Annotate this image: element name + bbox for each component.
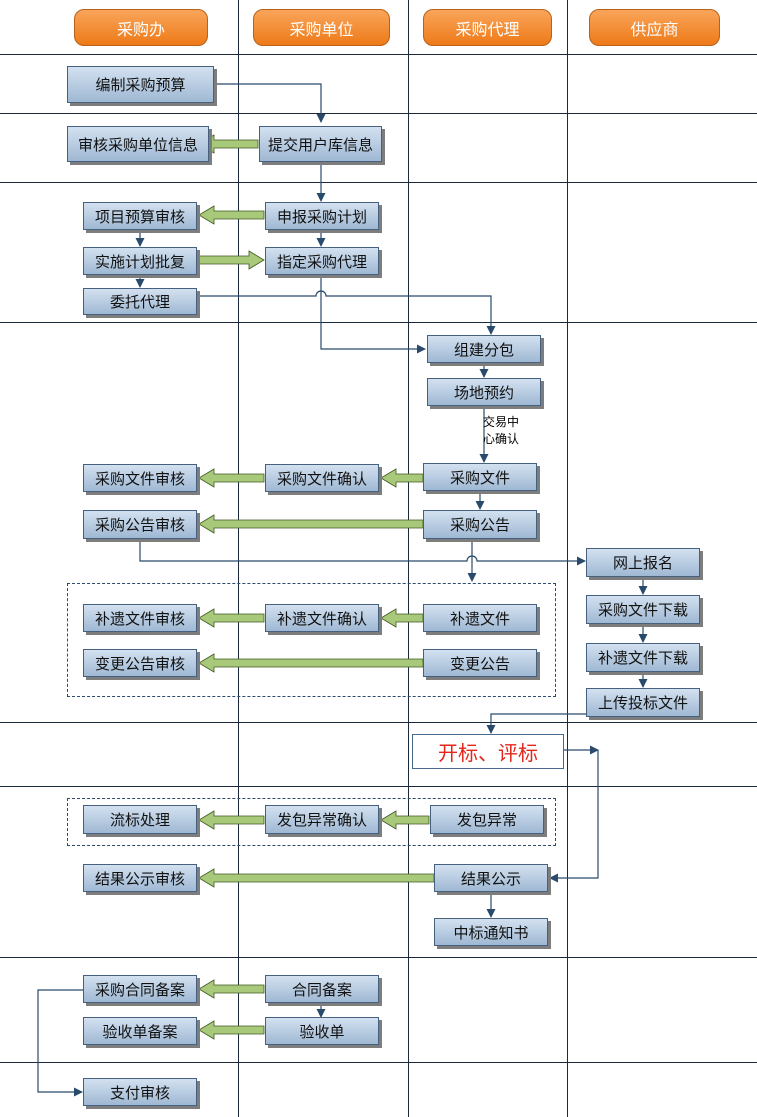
stage-divider (0, 113, 757, 114)
lane-header-supplier: 供应商 (589, 9, 720, 46)
lane-divider (238, 0, 239, 1117)
flow-arrow (380, 810, 430, 830)
connector-line (320, 275, 426, 354)
supp-doc-review-box: 补遗文件审核 (83, 604, 197, 632)
designate-agent-box: 指定采购代理 (265, 247, 379, 275)
flow-arrow (198, 468, 265, 488)
lane-divider (567, 0, 568, 1117)
lane-header-office: 采购办 (74, 9, 208, 46)
flow-arrow (198, 868, 435, 888)
flow-arrow (198, 1020, 265, 1040)
connector-line (486, 713, 586, 734)
exception-group (67, 798, 556, 846)
trade-center-confirm-note: 交易中心确认 (483, 415, 520, 446)
flow-arrow (380, 468, 424, 488)
contract-filing-box: 合同备案 (265, 975, 379, 1003)
connector-line (215, 83, 326, 123)
stage-divider (0, 957, 757, 958)
supp-doc-confirm-box: 补遗文件确认 (265, 604, 379, 632)
result-review-box: 结果公示审核 (83, 864, 197, 892)
lane-divider (408, 0, 409, 1117)
online-signup-box: 网上报名 (586, 548, 700, 577)
acceptance-box: 验收单 (265, 1017, 379, 1045)
flow-arrow (198, 608, 265, 628)
submit-user-info-box: 提交用户库信息 (259, 126, 382, 162)
plan-approval-box: 实施计划批复 (83, 247, 197, 275)
doc-download-box: 采购文件下载 (586, 595, 700, 624)
award-notice-box: 中标通知书 (434, 918, 548, 946)
venue-booking-box: 场地预约 (427, 378, 541, 406)
connector-line (37, 989, 83, 1097)
flow-arrow (380, 608, 424, 628)
payment-review-box: 支付审核 (83, 1078, 197, 1106)
form-package-box: 组建分包 (427, 335, 541, 363)
open-evaluate-box: 开标、评标 (412, 734, 564, 769)
declare-plan-box: 申报采购计划 (265, 202, 379, 230)
compile-budget-box: 编制采购预算 (67, 66, 214, 103)
entrust-agent-box: 委托代理 (83, 288, 197, 315)
doc-confirm-box: 采购文件确认 (265, 464, 379, 492)
stage-divider (0, 722, 757, 723)
package-exception-confirm-box: 发包异常确认 (265, 805, 379, 834)
supp-doc-download-box: 补遗文件下载 (586, 643, 700, 672)
flow-arrow (198, 205, 265, 225)
stage-divider (0, 1062, 757, 1063)
notice-review-box: 采购公告审核 (83, 510, 197, 539)
stage-divider (0, 54, 757, 55)
stage-divider (0, 182, 757, 183)
result-publicity-box: 结果公示 (434, 864, 548, 892)
supp-doc-box: 补遗文件 (423, 604, 537, 632)
lane-header-unit: 采购单位 (253, 9, 390, 46)
flow-arrow (198, 810, 265, 830)
project-budget-review-box: 项目预算审核 (83, 202, 197, 230)
contract-filing-review-box: 采购合同备案 (83, 975, 197, 1003)
review-unit-info-box: 审核采购单位信息 (67, 126, 209, 162)
supplement-change-group (67, 583, 556, 697)
lane-header-agent: 采购代理 (423, 9, 552, 46)
upload-bid-box: 上传投标文件 (586, 688, 700, 717)
notice-box: 采购公告 (423, 510, 537, 539)
change-notice-review-box: 变更公告审核 (83, 649, 197, 677)
failed-bid-box: 流标处理 (83, 805, 197, 834)
doc-review-box: 采购文件审核 (83, 464, 197, 492)
connector-line (198, 290, 496, 335)
flow-arrow (198, 514, 424, 534)
stage-divider (0, 786, 757, 787)
flow-arrow (198, 979, 265, 999)
stage-divider (0, 322, 757, 323)
connector-line (549, 750, 599, 883)
acceptance-filing-box: 验收单备案 (83, 1017, 197, 1045)
flow-arrow (197, 250, 265, 270)
change-notice-box: 变更公告 (423, 649, 537, 677)
doc-box: 采购文件 (423, 463, 537, 491)
flow-arrow (198, 653, 424, 673)
connector-line (139, 540, 586, 566)
package-exception-box: 发包异常 (430, 805, 544, 834)
